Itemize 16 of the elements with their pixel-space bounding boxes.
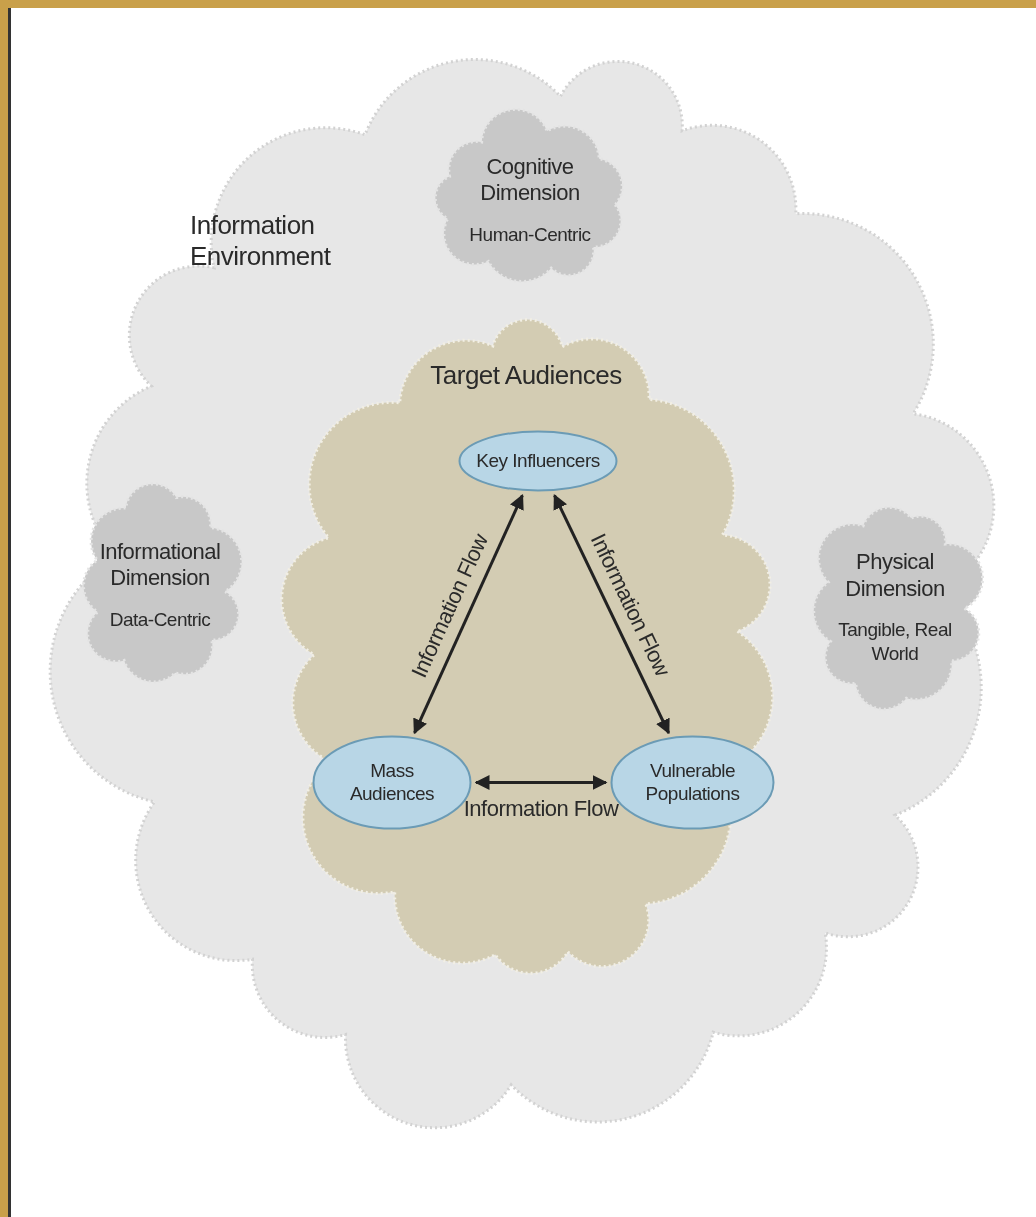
cloud-subtitle: Human-Centric [469, 222, 591, 247]
cloud-title: Informational Dimension [98, 538, 222, 592]
node-label: Vulnerable Populations [644, 759, 741, 806]
node-label: Mass Audiences [348, 759, 436, 806]
cloud-title: Information Environment [190, 210, 332, 273]
double-arrow [553, 493, 671, 735]
cloud-title: Cognitive Dimension [479, 153, 581, 207]
double-arrow [413, 494, 524, 735]
ellipse-node [458, 430, 618, 492]
cloud-subtitle: Data-Centric [109, 607, 211, 632]
cloud-subtitle: Tangible, Real World [837, 618, 953, 666]
node-label: Key Influencers [475, 449, 601, 473]
double-arrow [474, 775, 608, 790]
cloud-title: Physical Dimension [844, 549, 946, 603]
cloud-title: Target Audiences [430, 360, 622, 392]
edge-label: Information Flow [463, 795, 619, 822]
